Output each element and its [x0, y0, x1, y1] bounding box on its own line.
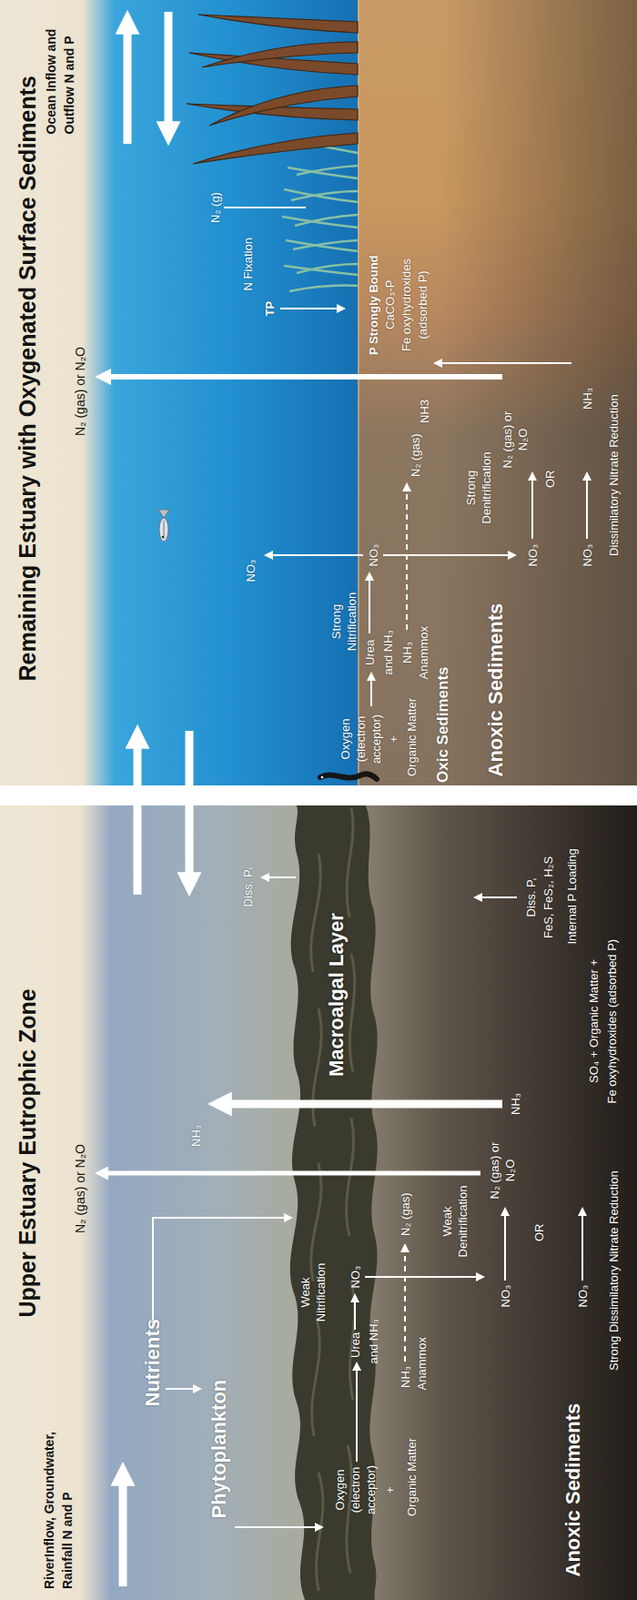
label-text: Urea [347, 1332, 364, 1358]
label-text: N Fixation [240, 237, 256, 292]
label-text: OR [542, 470, 558, 489]
label-text: Anammox [415, 626, 432, 680]
fish [158, 509, 170, 542]
label-text: NO₃ [347, 1265, 364, 1289]
layer-band: Macroalgal Layer [321, 909, 353, 1081]
zone-title: Upper Estuary Eutrophic Zone [13, 988, 41, 1317]
label-text: NH₃ [579, 387, 596, 410]
label-text: NH₃ [397, 1365, 414, 1388]
label-text: Anoxic Sediments [484, 603, 508, 778]
label-text: RiverInflow, Groundwater, Rainfall N and… [40, 1406, 77, 1589]
label-text: Nutrients [141, 1318, 165, 1407]
label-text: + [382, 1486, 398, 1494]
label-text: NH₃ [507, 1092, 524, 1115]
label-text: Internal P Loading [564, 848, 580, 944]
label-text: N₂ (g) [207, 192, 223, 223]
label-text: Ocean Inflow and Outflow N and P [41, 11, 79, 135]
label-text: Diss. Pᵢ [240, 867, 256, 907]
label-text: NO₃ [575, 1284, 591, 1308]
label-text: N₂ (gas) [397, 1192, 414, 1236]
label-text: (adsorbed P) [414, 270, 431, 339]
label-text: Oxygen (electron acceptor) [332, 1454, 379, 1526]
label-text: N₂ (gas) or N₂O [72, 1143, 89, 1234]
label-text: Fe oxyhydroxides (adsorbed P) [604, 939, 620, 1104]
label-text: NH3 [416, 399, 433, 424]
label-text: FeS, FeS₂, H₂S [540, 856, 557, 939]
label-text: NO₃ [579, 544, 596, 567]
label-text: Weak Denitrification [439, 1175, 471, 1267]
label-text: Strong Nitrification [328, 577, 360, 666]
label-text: N₂ (gas) or N₂O [486, 1140, 518, 1201]
label-text: NH₃ [399, 641, 415, 664]
label-text: TP [262, 301, 278, 317]
band-label: Macroalgal Layer [324, 912, 349, 1077]
label-text: Organic Matter [404, 697, 420, 777]
label-text: NO₃ [497, 1284, 514, 1308]
label-text: SO₄ + Organic Matter + [586, 959, 602, 1083]
zone-panel: Remaining Estuary with Oxygenated Surfac… [0, 0, 637, 786]
label-text: and NH₃ [365, 1318, 382, 1364]
label-text: OR [531, 1223, 547, 1243]
label-text: NO₃ [365, 544, 382, 567]
label-text: + [385, 735, 402, 743]
label-text: NO₃ [525, 544, 541, 567]
label-text: N₂ (gas) [407, 433, 424, 477]
label-text: Diss. P, [523, 877, 539, 917]
label-text: Oxygen (electron acceptor) [337, 707, 385, 771]
label-text: Weak Nitrification [297, 1246, 329, 1338]
label-text: Phytoplankton [207, 1379, 232, 1519]
zone-title: Remaining Estuary with Oxygenated Surfac… [13, 75, 41, 681]
label-text: NH₃ [188, 1124, 204, 1147]
label-text: Strong Dissimilatory Nitrate Reduction [606, 1170, 622, 1371]
label-text: Urea [362, 639, 378, 666]
label-text: Organic Matter [404, 1437, 420, 1517]
label-text: N₂ (gas) or N₂O [499, 409, 531, 470]
label-text: Oxic Sediments [433, 666, 453, 783]
label-text: Anoxic Sediments [561, 1403, 586, 1578]
label-text: Dissimilatory Nitrate Reduction [606, 394, 622, 557]
label-text: and NH₃ [380, 629, 396, 675]
label-text: P Strongly Bound [365, 254, 382, 355]
label-text: Fe oxyhydroxides [398, 258, 415, 352]
label-text: Anammox [414, 1336, 430, 1391]
label-text: CaCO₃-P [382, 280, 398, 330]
label-text: N₂ (gas) or N₂O [72, 346, 89, 436]
label-text: Strong Denitrification [463, 442, 495, 534]
label-text: NO₃ [242, 559, 259, 583]
